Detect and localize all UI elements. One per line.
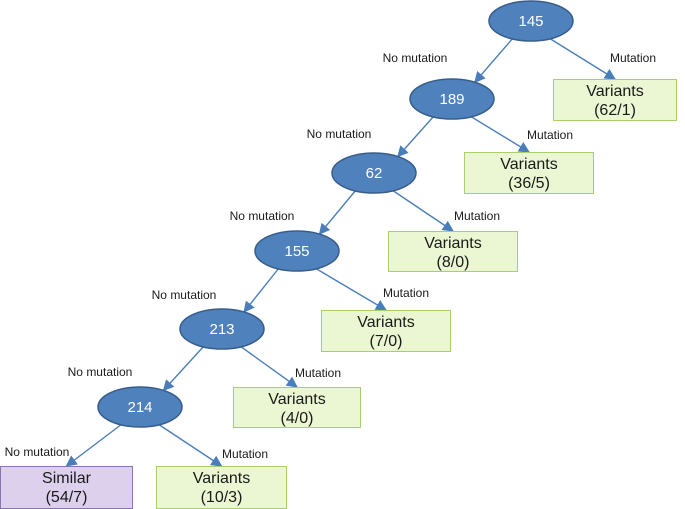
- node-ellipse: [488, 0, 574, 42]
- mutation-label: Mutation: [295, 366, 341, 380]
- mutation-label: Mutation: [383, 286, 429, 300]
- edge-n189-n62: [397, 115, 435, 158]
- edge-n145-n189: [474, 37, 514, 84]
- edge-n145-l1: [548, 37, 616, 80]
- node-label: 214: [127, 399, 152, 416]
- leaf-count-label: (62/1): [594, 102, 636, 119]
- edge-n213-n214: [162, 345, 205, 392]
- leaf-count-label: (8/0): [437, 254, 470, 271]
- node-label: 189: [439, 91, 464, 108]
- node-label: 62: [366, 165, 383, 182]
- leaf-variant-box: Variants (7/0): [321, 310, 451, 352]
- leaf-variant-box: Variants (4/0): [233, 387, 361, 428]
- decision-node-145: 145: [488, 0, 574, 42]
- decision-node-213: 213: [179, 308, 265, 350]
- node-label: 145: [518, 13, 543, 30]
- decision-node-189: 189: [409, 78, 495, 120]
- leaf-class-label: Variants: [193, 470, 251, 487]
- node-ellipse: [331, 152, 417, 194]
- leaf-variant-box: Variants (62/1): [553, 79, 677, 121]
- leaf-count-label: (10/3): [201, 489, 243, 506]
- edge-n62-n155: [318, 189, 357, 235]
- edge-n62-l3: [391, 189, 454, 232]
- leaf-rect: [233, 387, 361, 428]
- edge-n155-l4: [314, 267, 387, 311]
- no-mutation-label: No mutation: [152, 288, 217, 302]
- leaf-count-label: (7/0): [370, 333, 403, 350]
- mutation-label: Mutation: [610, 51, 656, 65]
- leaf-similar-box: Similar (54/7): [0, 466, 133, 509]
- leaf-count-label: (4/0): [281, 410, 314, 427]
- edge-n189-l2: [469, 115, 530, 153]
- leaf-class-label: Similar: [42, 470, 92, 487]
- decision-node-155: 155: [254, 230, 340, 272]
- nodes-layer: 145 189 62 155 213 214: [97, 0, 574, 428]
- node-ellipse: [97, 386, 183, 428]
- node-ellipse: [409, 78, 495, 120]
- node-label: 155: [284, 243, 309, 260]
- leaf-class-label: Variants: [268, 391, 326, 408]
- mutation-label: Mutation: [222, 447, 268, 461]
- leaf-class-label: Variants: [500, 156, 558, 173]
- leaf-variant-box: Variants (8/0): [388, 231, 518, 272]
- no-mutation-label: No mutation: [68, 365, 133, 379]
- leaf-variant-box: Variants (10/3): [156, 466, 287, 509]
- mutation-label: Mutation: [527, 128, 573, 142]
- mutation-label: Mutation: [454, 209, 500, 223]
- leaf-class-label: Variants: [586, 83, 644, 100]
- node-label: 213: [209, 321, 234, 338]
- leaf-rect: [388, 231, 518, 272]
- edge-n213-l5: [239, 345, 298, 388]
- no-mutation-label: No mutation: [230, 209, 295, 223]
- no-mutation-label: No mutation: [307, 127, 372, 141]
- edges-layer: [65, 37, 616, 467]
- no-mutation-label: No mutation: [5, 445, 70, 459]
- leaf-class-label: Variants: [424, 235, 482, 252]
- edge-n214-l6: [157, 423, 223, 467]
- decision-node-62: 62: [331, 152, 417, 194]
- edge-n214-l7: [65, 423, 123, 467]
- decision-node-214: 214: [97, 386, 183, 428]
- leaf-rect: [156, 466, 287, 509]
- leaf-variant-box: Variants (36/5): [464, 152, 594, 194]
- leaf-count-label: (54/7): [46, 489, 88, 506]
- no-mutation-label: No mutation: [383, 51, 448, 65]
- leaf-rect: [553, 79, 677, 121]
- node-ellipse: [254, 230, 340, 272]
- leaf-rect: [464, 152, 594, 194]
- leaves-layer: Variants (62/1) Variants (36/5) Variants (8/0…: [0, 79, 677, 509]
- node-ellipse: [179, 308, 265, 350]
- leaf-rect: [0, 466, 133, 509]
- leaf-rect: [321, 310, 451, 352]
- edge-n155-n213: [243, 267, 280, 313]
- leaf-class-label: Variants: [357, 314, 415, 331]
- leaf-count-label: (36/5): [508, 175, 550, 192]
